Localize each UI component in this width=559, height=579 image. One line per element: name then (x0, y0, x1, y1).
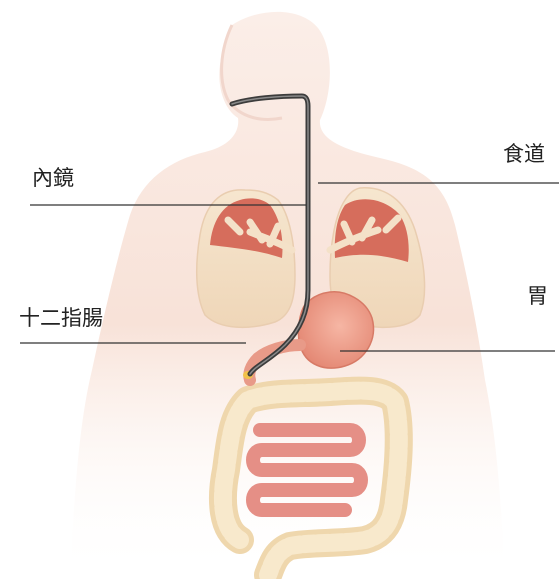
label-endoscope: 內鏡 (32, 168, 74, 189)
left-lung (197, 190, 295, 327)
label-stomach: 胃 (527, 286, 548, 307)
label-duodenum: 十二指腸 (19, 308, 103, 329)
label-esophagus: 食道 (503, 144, 545, 165)
stomach (298, 292, 373, 368)
